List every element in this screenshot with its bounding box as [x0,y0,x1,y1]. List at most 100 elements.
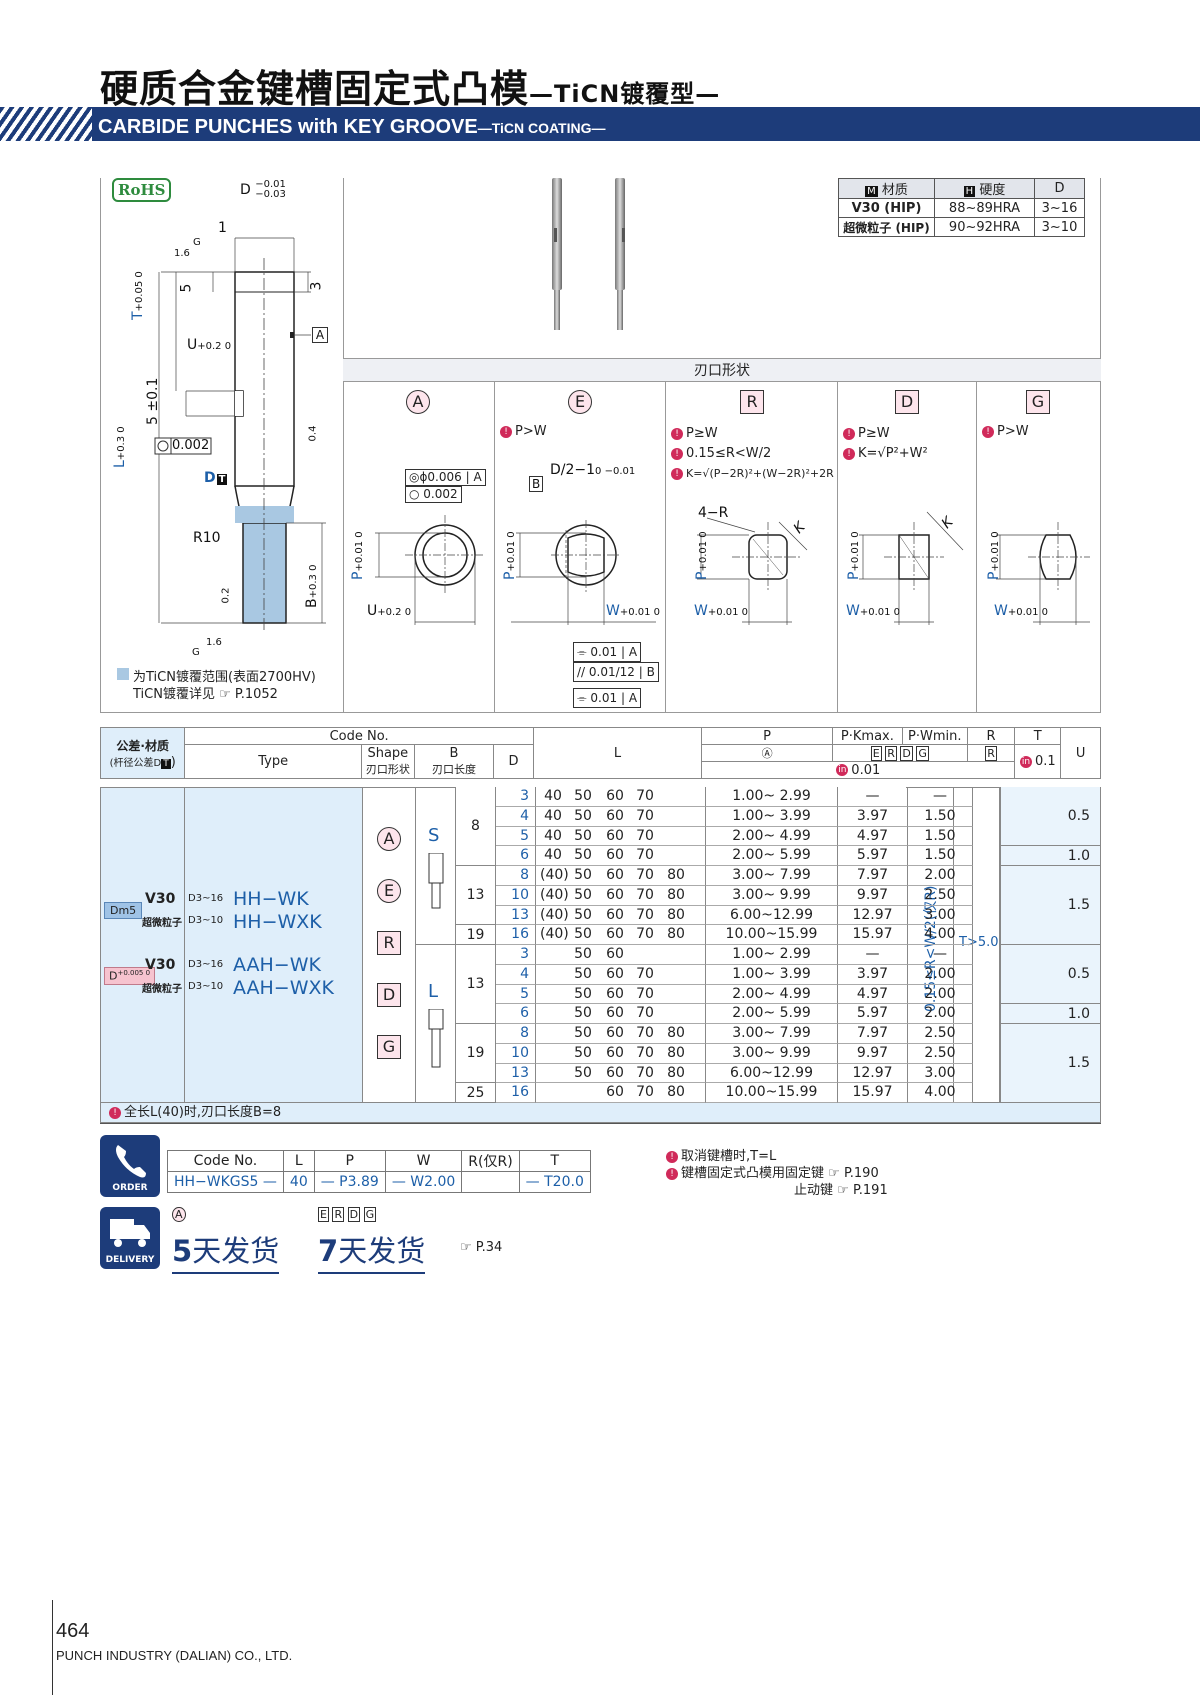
shape-a-tol2: ○ 0.002 [405,486,462,503]
l-value: 80 [667,926,685,943]
cell-pw: 2.00 [908,866,973,886]
cell-pk: 15.97 [838,1083,908,1103]
cell-b: 13 [456,866,496,926]
cell-pw: 1.50 [908,826,973,847]
l-value: 60 [606,1025,624,1041]
l-value: 70 [636,1064,654,1081]
g-0-4: 0.4 [307,425,319,442]
spec-shape-a: A [377,827,401,851]
spec-h-pkw-r: R [885,745,897,761]
order-note-1: 键槽固定式凸模用固定键 [681,1166,825,1181]
order-ref-0[interactable]: P.190 [843,1166,879,1181]
b-tol: +0.3 0 [308,564,319,599]
delivery-5-days: 5天发货 [172,1228,280,1274]
delivery-7-txt: 天发货 [338,1234,426,1268]
shape-d-p-tol: +0.01 0 [850,531,861,572]
shape-sep-1 [494,382,495,713]
spec-shape-e: E [377,879,401,903]
spec-h-tol-sub: (杆径公差D [109,757,162,769]
footer-rule [52,1600,53,1695]
shape-g-drawing [996,522,1090,625]
shape-e-code: E [568,390,592,414]
pointing-hand-icon: ☞ [219,687,231,702]
mat-h-0: 材质 [881,183,908,198]
mat-v30-2: V30 [145,957,176,973]
spec-footnote-text: 全长L(40)时,刃口长度B=8 [124,1105,282,1120]
cell-p: 2.00~ 5.99 [706,1004,838,1024]
l-value: 50 [574,946,592,962]
product-photo [552,178,625,330]
shape-r-cond-row: !0.15≤R<W/2 [671,444,834,464]
cell-pw: 3.00 [908,1063,973,1084]
order-header-cell: P [313,1150,386,1172]
l-dim: L+0.3 0 [112,426,128,468]
shape-a-u-tol: +0.2 0 [377,607,412,618]
spec-h-in-text: 0.01 [851,762,881,778]
cell-b: 19 [456,925,496,945]
spec-t-cell [954,787,1000,1103]
l-value: 50 [574,867,592,883]
cell-p: 3.00~ 9.99 [706,885,838,906]
cell-d: 4 [496,806,536,827]
delivery-label: DELIVERY [105,1255,155,1265]
punch-side-drawing [117,237,326,680]
l-value: 50 [574,1044,592,1061]
order-ref-1[interactable]: P.191 [852,1183,888,1198]
cell-pk: 3.97 [838,806,908,827]
shape-g-tag: G [1026,390,1050,414]
l-label: L [112,460,128,468]
legend-ref-page[interactable]: P.1052 [234,687,278,702]
l-value: 60 [606,965,624,982]
shape-r-r-label: 4−R [698,505,729,521]
cell-d: 6 [496,1004,536,1024]
mat-header-d: D [1034,178,1085,199]
in-icon: in [1019,755,1032,768]
tol-d-text: D [109,969,118,983]
d-tol-lower: −0.03 [255,189,286,200]
punch-l-icon [428,1009,444,1068]
shape-e-t1: ⌯ 0.01 | A [573,642,642,662]
spec-h-r-sub-text: R [985,745,997,761]
delivery-ref: ☞ P.34 [460,1240,502,1255]
delivery-shape-a: A [172,1207,186,1222]
l-value: 50 [574,926,592,943]
l-value: 60 [606,867,624,883]
cell-b: 8 [456,787,496,866]
shape-e-t3-ref: A [628,691,638,705]
l-value: 70 [636,886,654,903]
l-value: 60 [606,946,624,962]
cell-pk: 3.97 [838,964,908,985]
shape-e-p-tol: +0.01 0 [506,531,517,572]
spec-h-p-sub: ⒶA [701,744,833,762]
cell-u: 1.5 [1000,866,1101,945]
info-icon: ! [671,447,683,460]
shape-r-cond: !P≥W !0.15≤R<W/2 !K=√(P−2R)²+(W−2R)²+2R [671,424,834,484]
l-value: 50 [574,985,592,1002]
spec-h-pkw-sub: E R D G [831,744,968,762]
delivery-5-txt: 天发货 [192,1234,280,1268]
type-aah-wxk: AAH−WXK [233,977,334,999]
l-value: 60 [606,906,624,923]
shape-a-p-tol: +0.01 0 [354,531,365,572]
shape-r-cond-row: !K=√(P−2R)²+(W−2R)²+2R [671,464,834,484]
cell-pw: 2.00 [908,984,973,1005]
t-dim: T+0.05 0 [130,271,146,320]
delivery-ref-page[interactable]: P.34 [475,1240,503,1255]
l-value: 70 [636,847,654,864]
cell-b: 25 [456,1083,496,1103]
mat-header-hardness: H 硬度 [934,178,1035,199]
ref-a-box: A [312,327,328,343]
shape-e-t3: ⌯ 0.01 | A [573,688,642,708]
shape-e-t2-ref: B [646,665,655,679]
drawing-separator [343,178,344,713]
l-value: 40 [544,788,562,804]
l-value: 60 [606,1005,624,1022]
spec-h-t: T [1014,727,1062,745]
l-value: 70 [636,1005,654,1022]
shape-d-cond-row: !P≥W [843,424,928,444]
range-sm-1: D3~10 [188,915,224,926]
info-icon: ! [109,1106,121,1119]
